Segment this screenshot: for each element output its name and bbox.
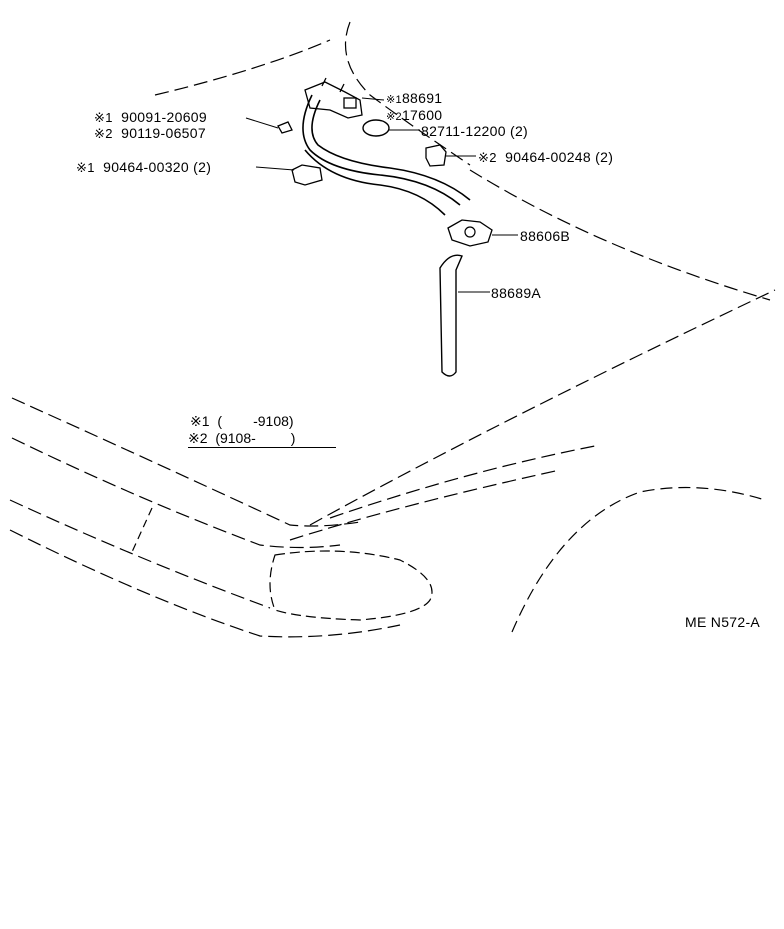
- diagram-code: ME N572-A: [685, 614, 761, 630]
- label-90464-00320: ※1 90464-00320 (2): [76, 159, 211, 176]
- bumper-crease: [131, 507, 153, 553]
- legend-range-1: ( -9108): [217, 413, 294, 429]
- legend-row-2: ※2 (9108- ): [188, 430, 336, 448]
- washer-hose-1: [302, 94, 461, 206]
- clip-00320: [291, 164, 323, 186]
- part-number: 82711-12200: [421, 123, 506, 139]
- cowl-line: [329, 444, 601, 519]
- part-number: 90091-20609: [121, 109, 207, 125]
- quantity: (2): [510, 123, 529, 139]
- marker-1: ※1: [94, 110, 113, 125]
- fender-line: [11, 397, 361, 527]
- part-number: 88606B: [520, 228, 571, 244]
- screw: [277, 121, 293, 134]
- nozzle-bracket: [304, 81, 363, 119]
- label-88689A: 88689A: [491, 285, 541, 301]
- part-number: 88691: [401, 90, 443, 106]
- bumper-line-2: [9, 529, 401, 638]
- quantity: (2): [193, 159, 212, 175]
- hose-clamp: [362, 119, 390, 137]
- hood-outline-right: [469, 169, 771, 301]
- marker-1: ※1: [76, 160, 95, 175]
- legend-marker-1: ※1: [190, 413, 210, 429]
- fender-inner-line: [289, 469, 561, 541]
- washer-hose-3: [304, 149, 446, 216]
- part-number: 90464-00320: [103, 159, 189, 175]
- headlamp-outline: [269, 550, 433, 621]
- part-number: 17600: [401, 107, 443, 123]
- label-88691: ※188691: [386, 90, 442, 108]
- wheel-arch: [511, 486, 766, 633]
- legend-row-1: ※1 ( -9108): [190, 413, 294, 429]
- label-90464-00248: ※2 90464-00248 (2): [478, 149, 613, 166]
- label-90091: ※1 90091-20609: [94, 109, 207, 126]
- bumper-line-1: [9, 499, 271, 609]
- hood-outline-top: [344, 21, 471, 166]
- label-17600: ※217600: [386, 107, 442, 125]
- label-82711: 82711-12200 (2): [421, 123, 528, 139]
- joint-88606B: [447, 219, 493, 247]
- part-number: 90464-00248: [505, 149, 591, 165]
- hood-outline-upper: [154, 39, 331, 96]
- clip-00248: [425, 144, 447, 167]
- washer-hose-2: [311, 99, 471, 201]
- fender-lower-line: [11, 437, 341, 549]
- legend-marker-2: ※2: [188, 430, 208, 446]
- hose-88689A: [439, 254, 463, 377]
- fender-upper-line: [309, 289, 776, 526]
- marker-2: ※2: [386, 111, 402, 123]
- label-90119: ※2 90119-06507: [94, 125, 206, 142]
- marker-2: ※2: [478, 150, 497, 165]
- legend-range-2: (9108- ): [215, 430, 296, 446]
- quantity: (2): [595, 149, 614, 165]
- part-number: 90119-06507: [121, 125, 206, 141]
- marker-2: ※2: [94, 126, 113, 141]
- label-88606B: 88606B: [520, 228, 570, 244]
- part-number: 88689A: [491, 285, 542, 301]
- marker-1: ※1: [386, 94, 402, 106]
